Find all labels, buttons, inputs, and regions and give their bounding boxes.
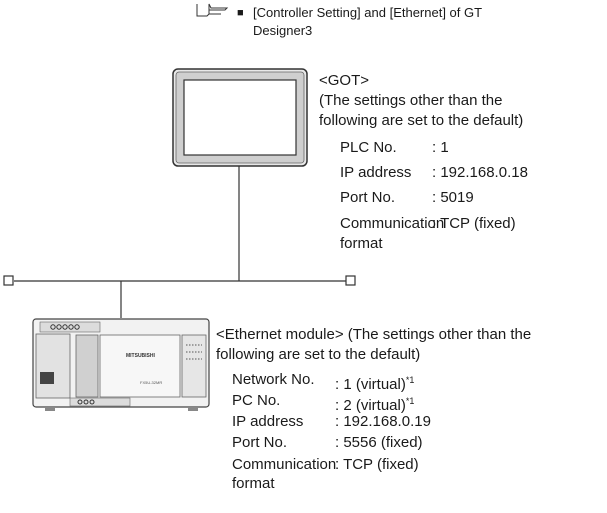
plc-model-label: FX5U-32MR [140,380,163,385]
setting-value: : 2 (virtual) [335,397,406,414]
setting-value: : 192.168.0.18 [432,164,528,181]
setting-value: : TCP (fixed) [335,456,419,473]
setting-label: Communication [340,215,445,232]
got-settings-table: PLC No. : 1 IP address : 192.168.0.18 Po… [340,138,590,268]
ethernet-module-settings-table: Network No. : 1 (virtual)*1 PC No. : 2 (… [232,370,492,510]
pointing-hand-icon [196,3,229,17]
ethernet-module-title-line-1: <Ethernet module> (The settings other th… [216,326,532,343]
got-note-line-2: following are set to the default) [319,112,524,129]
footnote-marker: *1 [405,375,415,385]
setting-value: : 1 [432,139,449,156]
setting-label: Communication [232,456,337,473]
setting-label: IP address [232,413,304,430]
setting-value: : TCP (fixed) [432,215,516,232]
setting-label-continued: format [340,235,383,252]
setting-label-continued: format [232,475,275,492]
bus-terminator-right [345,275,356,286]
plc-device-illustration [32,318,210,411]
got-panel-illustration [172,68,308,167]
setting-value: : 5556 (fixed) [335,434,423,451]
setting-label: PC No. [232,392,281,409]
reference-line-1: [Controller Setting] and [Ethernet] of G… [253,5,483,20]
setting-value: : 5019 [432,189,474,206]
reference-line-2: Designer3 [253,23,313,38]
setting-label: IP address [340,164,412,181]
got-title: <GOT> [319,72,370,89]
setting-label: Network No. [232,371,315,388]
footnote-marker: *1 [405,396,415,406]
setting-label: Port No. [340,189,396,206]
setting-label: Port No. [232,434,288,451]
reference-bullet: ■ [237,7,244,19]
bus-terminator-left [3,275,14,286]
reference-block: ■ [Controller Setting] and [Ethernet] of… [195,2,585,42]
setting-value: : 1 (virtual) [335,376,406,393]
ethernet-module-title-line-2: following are set to the default) [216,346,421,363]
got-note-line-1: (The settings other than the [319,92,503,109]
plc-brand-label: MITSUBISHI [126,353,155,359]
setting-value: : 192.168.0.19 [335,413,431,430]
setting-label: PLC No. [340,139,397,156]
